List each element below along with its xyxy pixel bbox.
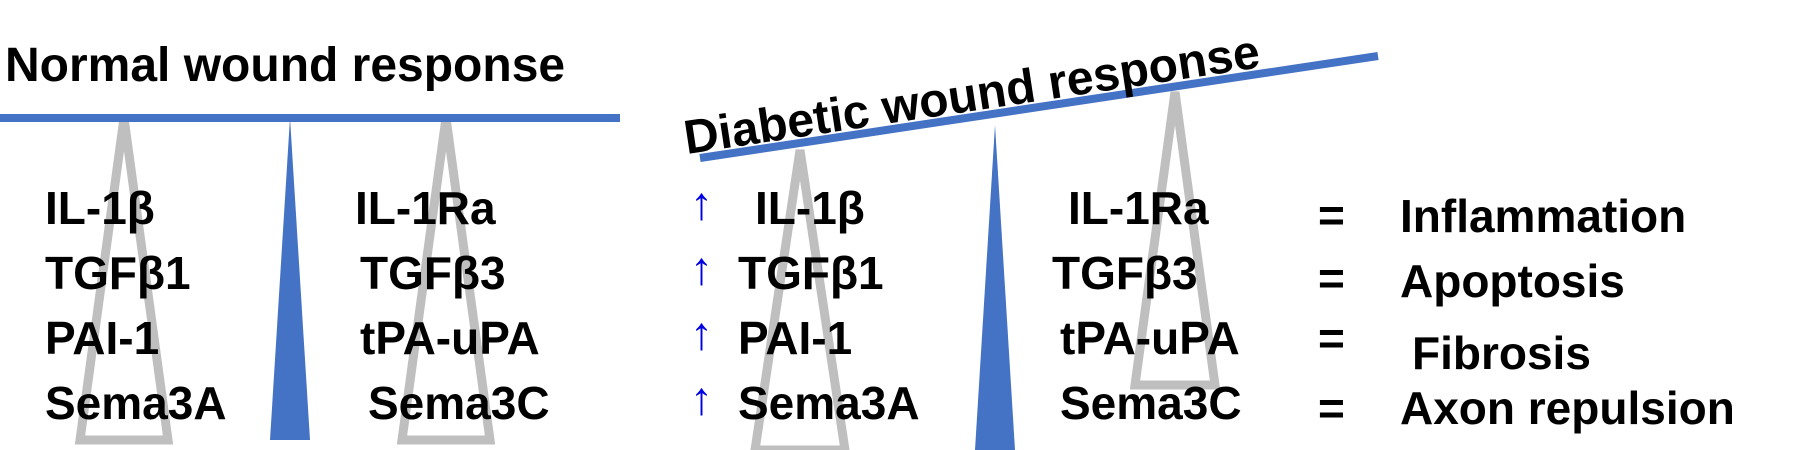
equals-sign: = bbox=[1318, 312, 1345, 364]
diabetic-right-label: tPA-uPA bbox=[1060, 312, 1240, 364]
normal-right-label: Sema3C bbox=[368, 377, 550, 429]
diabetic-right-weight bbox=[1129, 91, 1221, 390]
outcome-label: Inflammation bbox=[1400, 190, 1687, 242]
outcome-label: Apoptosis bbox=[1400, 255, 1625, 307]
diabetic-fulcrum bbox=[975, 125, 1015, 450]
up-arrow-icon: ↑ bbox=[690, 307, 713, 359]
diabetic-left-label: TGFβ1 bbox=[738, 247, 884, 299]
normal-right-label: tPA-uPA bbox=[360, 312, 540, 364]
diabetic-left-label: IL-1β bbox=[755, 182, 865, 234]
diabetic-left-weight bbox=[750, 149, 850, 450]
up-arrow-icon: ↑ bbox=[690, 177, 713, 229]
normal-right-label: IL-1Ra bbox=[355, 182, 496, 234]
diabetic-right-label: IL-1Ra bbox=[1068, 182, 1209, 234]
diabetic-left-label: Sema3A bbox=[738, 377, 920, 429]
equals-sign: = bbox=[1318, 382, 1345, 434]
normal-title: Normal wound response bbox=[5, 39, 566, 92]
normal-left-label: TGFβ1 bbox=[45, 247, 191, 299]
up-arrow-icon: ↑ bbox=[690, 242, 713, 294]
equals-sign: = bbox=[1318, 252, 1345, 304]
normal-left-label: Sema3A bbox=[45, 377, 227, 429]
normal-right-label: TGFβ3 bbox=[360, 247, 506, 299]
diabetic-left-label: PAI-1 bbox=[738, 312, 853, 364]
normal-right-weight bbox=[396, 117, 496, 445]
equals-sign: = bbox=[1318, 189, 1345, 241]
normal-fulcrum bbox=[270, 118, 310, 440]
diabetic-beam bbox=[699, 52, 1379, 162]
diabetic-right-label: Sema3C bbox=[1060, 377, 1242, 429]
up-arrow-icon: ↑ bbox=[690, 372, 713, 424]
outcome-label: Axon repulsion bbox=[1400, 382, 1735, 434]
normal-left-label: PAI-1 bbox=[45, 312, 160, 364]
outcome-label: Fibrosis bbox=[1412, 327, 1591, 379]
diabetic-right-label: TGFβ3 bbox=[1052, 247, 1198, 299]
normal-left-weight bbox=[74, 117, 174, 445]
normal-left-label: IL-1β bbox=[45, 182, 155, 234]
